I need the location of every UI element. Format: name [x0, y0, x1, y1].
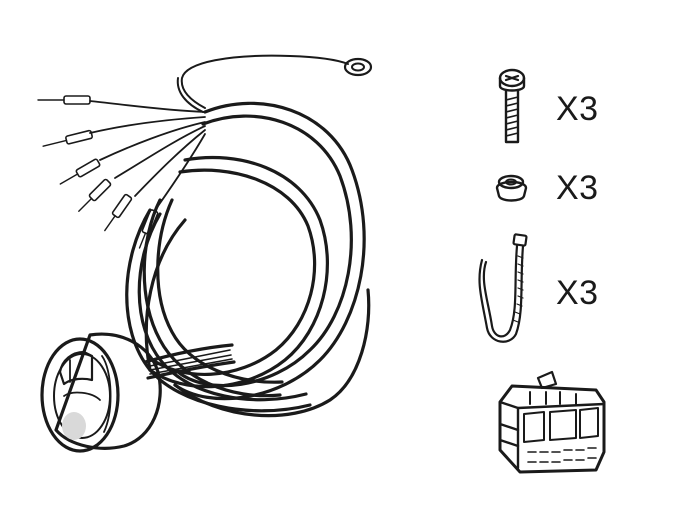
- wire-ends: [37, 95, 206, 249]
- vehicle-connector-icon: [498, 370, 606, 474]
- nut-quantity-label: X3: [556, 169, 599, 207]
- crimp-pin: [138, 209, 159, 249]
- cable-tie-quantity-label: X3: [556, 274, 599, 312]
- crimp-pin: [37, 95, 91, 105]
- ring-terminal: [343, 57, 373, 77]
- nut-icon: [495, 174, 528, 202]
- bolt-quantity-label: X3: [556, 90, 599, 128]
- crimp-pin: [42, 129, 93, 147]
- cable-coil: [125, 101, 371, 418]
- trailer-socket: [40, 332, 162, 453]
- bolt-icon: [498, 68, 526, 144]
- crimp-pin: [104, 193, 133, 232]
- crimp-pin: [78, 178, 112, 212]
- cable-tie-icon: [478, 233, 528, 343]
- wiring-harness: [37, 54, 373, 453]
- ground-wire: [176, 54, 349, 113]
- crimp-pin: [59, 158, 101, 185]
